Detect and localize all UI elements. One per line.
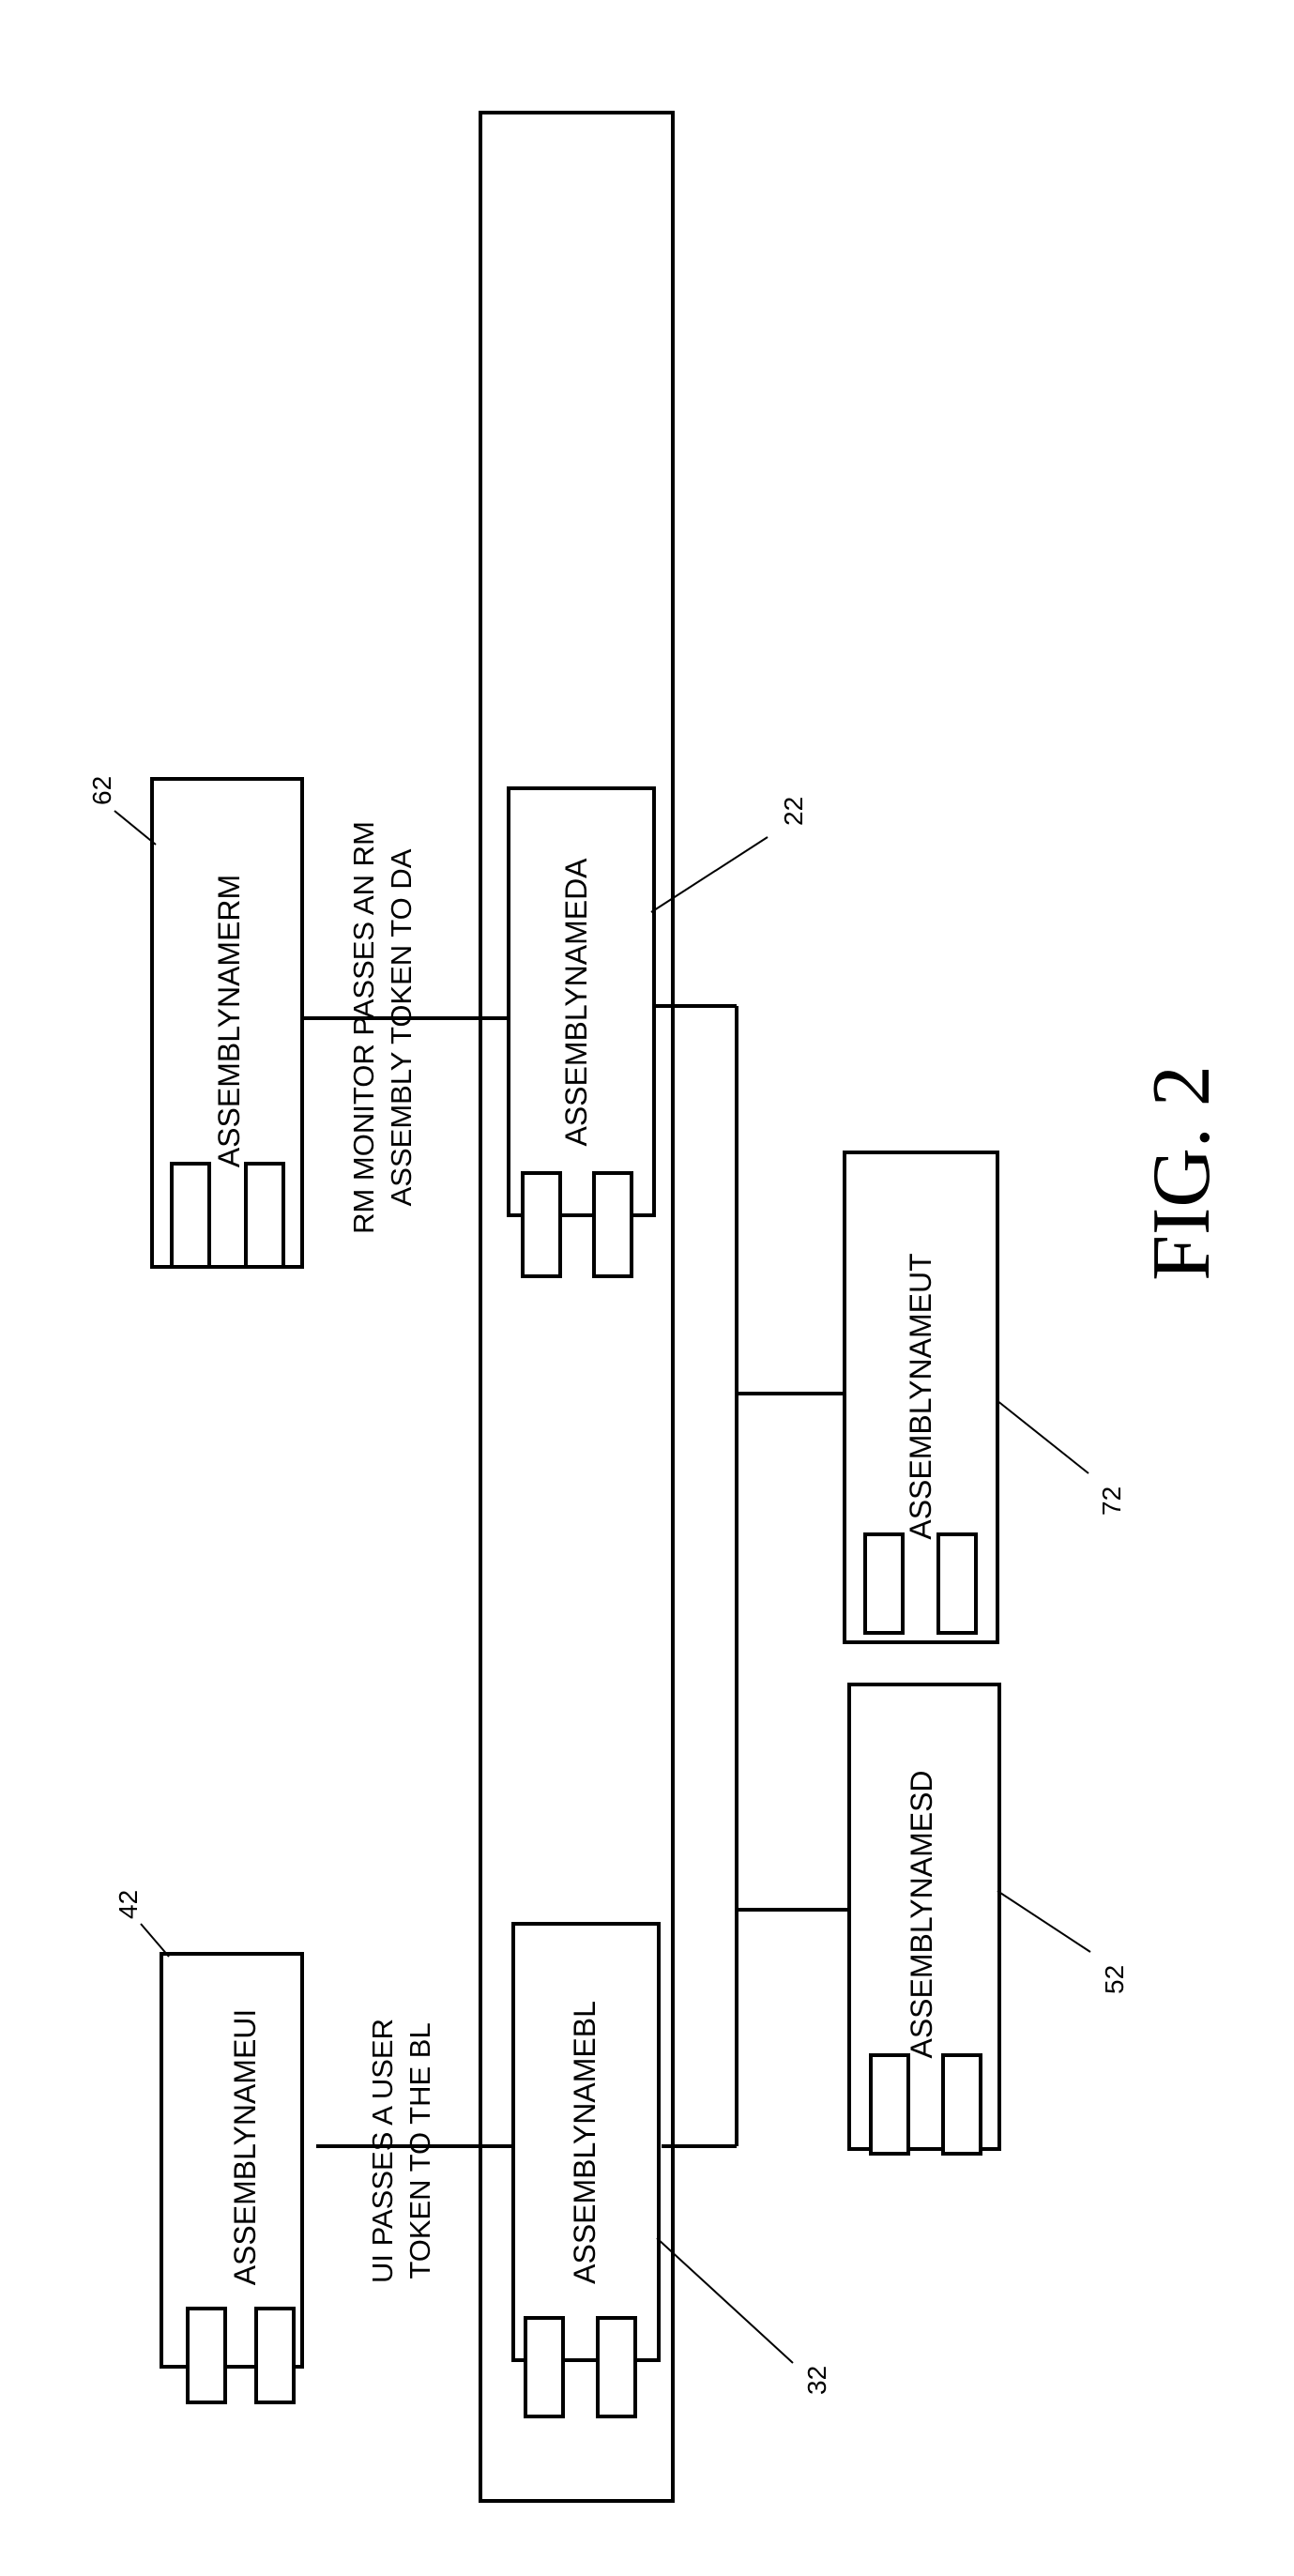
component-ui-port-2	[256, 2309, 294, 2402]
reference-42: 42	[114, 1890, 169, 1957]
component-sd: ASSEMBLYNAMESD	[849, 1684, 999, 2154]
reference-22-label: 22	[779, 797, 808, 826]
component-da: ASSEMBLYNAMEDA	[509, 788, 654, 1276]
component-ui-port-1	[188, 2309, 225, 2402]
annotation-ui-bl: UI PASSES A USER TOKEN TO THE BL	[366, 2019, 436, 2283]
component-ut-port-2	[938, 1534, 976, 1633]
component-rm: ASSEMBLYNAMERM	[152, 779, 302, 1267]
reference-32: 32	[657, 2238, 831, 2395]
reference-52-leader	[997, 1891, 1090, 1952]
component-ut-label: ASSEMBLYNAMEUT	[904, 1253, 937, 1539]
reference-22: 22	[651, 797, 808, 912]
figure-label: FIG. 2	[1136, 1065, 1227, 1281]
reference-32-leader	[657, 2238, 793, 2363]
annotation-rm-da-line-2: ASSEMBLY TOKEN TO DA	[385, 848, 418, 1206]
component-ui-label: ASSEMBLYNAMEUI	[228, 2009, 262, 2286]
component-sd-port-2	[943, 2055, 981, 2154]
component-ut: ASSEMBLYNAMEUT	[845, 1152, 997, 1642]
component-sd-label: ASSEMBLYNAMESD	[905, 1770, 938, 2058]
component-da-label: ASSEMBLYNAMEDA	[559, 858, 593, 1147]
reference-62-leader	[114, 811, 156, 845]
reference-72: 72	[997, 1400, 1126, 1516]
component-bl-port-2	[598, 2318, 635, 2416]
component-rm-port-1	[172, 1164, 209, 1267]
component-bl-port-1	[525, 2318, 563, 2416]
component-sd-port-1	[871, 2055, 908, 2154]
component-rm-label: ASSEMBLYNAMERM	[212, 875, 246, 1167]
reference-72-label: 72	[1097, 1486, 1126, 1516]
annotation-rm-da-line-1: RM MONITOR PASSES AN RM	[347, 821, 380, 1234]
reference-52: 52	[997, 1891, 1129, 1994]
reference-42-label: 42	[114, 1890, 143, 1919]
reference-42-leader	[141, 1924, 169, 1957]
component-da-port-1	[523, 1173, 560, 1276]
component-bl: ASSEMBLYNAMEBL	[513, 1924, 659, 2416]
reference-62: 62	[87, 776, 156, 845]
component-ui: ASSEMBLYNAMEUI	[161, 1954, 302, 2402]
annotation-rm-da: RM MONITOR PASSES AN RM ASSEMBLY TOKEN T…	[347, 821, 418, 1234]
reference-32-label: 32	[802, 2366, 831, 2395]
annotation-ui-bl-line-2: TOKEN TO THE BL	[403, 2022, 436, 2279]
reference-52-label: 52	[1100, 1965, 1129, 1994]
reference-62-label: 62	[87, 776, 116, 805]
component-da-port-2	[594, 1173, 632, 1276]
component-bl-label: ASSEMBLYNAMEBL	[568, 2001, 601, 2284]
component-rm-port-2	[246, 1164, 283, 1267]
annotation-ui-bl-line-1: UI PASSES A USER	[366, 2019, 399, 2283]
reference-72-leader	[997, 1400, 1088, 1473]
component-ut-port-1	[865, 1534, 903, 1633]
